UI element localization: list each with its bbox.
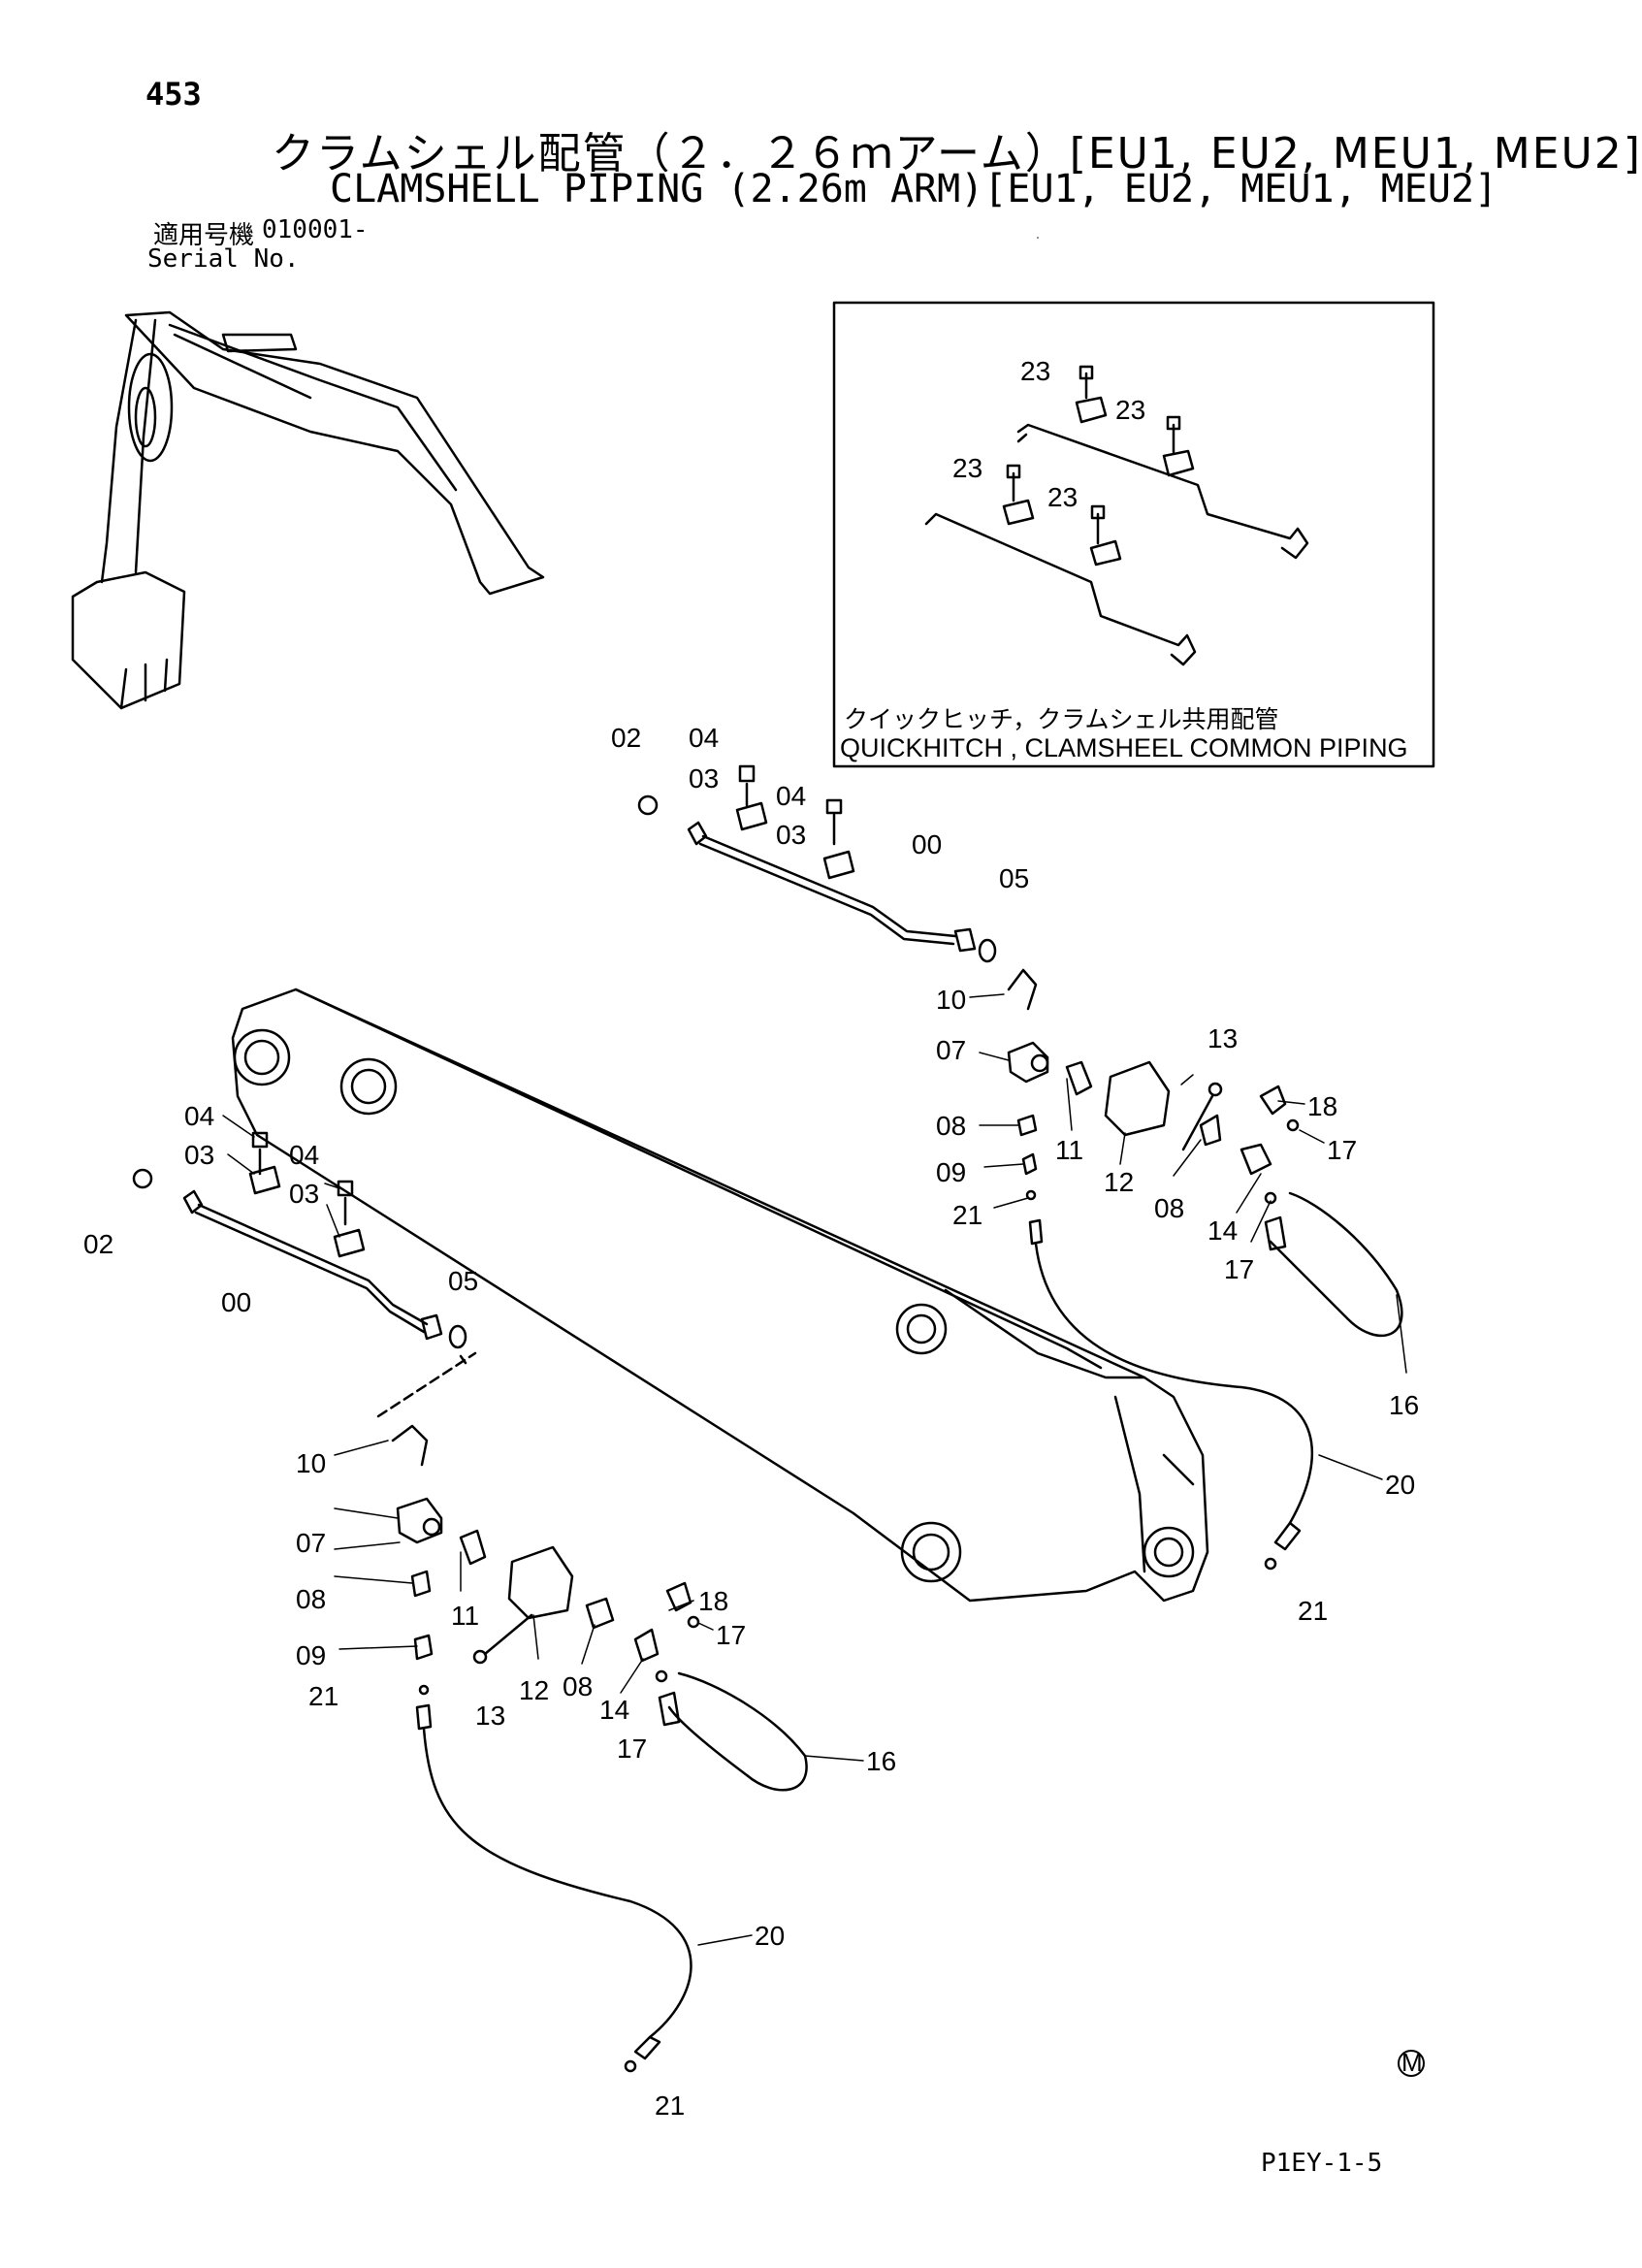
- callout-upper-07: 07: [936, 1035, 966, 1065]
- callout-lower-02: 02: [83, 1229, 113, 1259]
- callout-lower-04: 04: [184, 1101, 214, 1131]
- callout-lower-07: 07: [296, 1528, 326, 1558]
- callout-lower-16: 16: [866, 1746, 896, 1776]
- inset-box: [832, 301, 1435, 768]
- callout-upper-13: 13: [1207, 1023, 1238, 1053]
- callout-upper-16: 16: [1389, 1390, 1419, 1420]
- callout-upper-20: 20: [1385, 1470, 1415, 1500]
- page-title-jp: クラムシェル配管（２．２６ｍアーム）[EU1, EU2, MEU1, MEU2]: [272, 129, 1642, 178]
- callout-lower-18: 18: [698, 1586, 728, 1616]
- callout-lower-21b: 21: [655, 2090, 685, 2121]
- callout-lower-17: 17: [617, 1733, 647, 1764]
- callout-upper-02: 02: [611, 723, 641, 753]
- callout-upper-21: 21: [952, 1200, 982, 1230]
- parts-diagram: 23 23 23 23: [71, 237, 1435, 2121]
- page-title-en: CLAMSHELL PIPING (2.26m ARM)[EU1, EU2, M…: [330, 167, 1498, 211]
- serial-label-en: Serial No.: [147, 244, 300, 274]
- serial-label-jp: 適用号機: [153, 221, 255, 250]
- callout-lower-00: 00: [221, 1287, 251, 1317]
- callout-lower-03: 03: [184, 1140, 214, 1170]
- callout-upper-12: 12: [1104, 1167, 1134, 1197]
- callout-upper-04b: 04: [776, 781, 806, 811]
- callout-upper-18: 18: [1307, 1091, 1337, 1121]
- callout-upper-17b: 17: [1224, 1254, 1254, 1284]
- inset-label-23-c: 23: [952, 453, 982, 483]
- callout-upper-08b: 08: [1154, 1193, 1184, 1223]
- reference-code: P1EY-1-5: [1261, 2149, 1383, 2178]
- inset-label-23-d: 23: [1047, 482, 1078, 512]
- callout-upper-17: 17: [1327, 1135, 1357, 1165]
- callout-upper-03b: 03: [776, 820, 806, 850]
- callout-lower-04b: 04: [289, 1140, 319, 1170]
- inset-label-23-b: 23: [1115, 395, 1145, 425]
- callout-upper-10: 10: [936, 985, 966, 1015]
- callout-lower-10: 10: [296, 1448, 326, 1478]
- callout-lower-03b: 03: [289, 1179, 319, 1209]
- callout-lower-21: 21: [308, 1681, 338, 1711]
- excavator-overview-illustration: [71, 310, 545, 710]
- callout-lower-13: 13: [475, 1701, 505, 1731]
- callout-upper-00: 00: [912, 829, 942, 859]
- callout-lower-08b: 08: [563, 1671, 593, 1701]
- callout-lower-05: 05: [448, 1266, 478, 1296]
- serial-value: 010001-: [262, 215, 369, 244]
- m-mark-circle: [1398, 2050, 1425, 2077]
- inset-label-23-a: 23: [1020, 356, 1050, 386]
- m-mark-letter: M: [1401, 2048, 1423, 2077]
- callout-upper-03: 03: [689, 763, 719, 794]
- leader-lines: [222, 237, 1407, 1946]
- callout-lower-14: 14: [599, 1695, 629, 1725]
- callout-upper-14: 14: [1207, 1215, 1238, 1246]
- callout-upper-09: 09: [936, 1157, 966, 1187]
- inset-caption-jp: クイックヒッチ，クラムシェル共用配管: [844, 705, 1279, 733]
- inset-caption-en: QUICKHITCH , CLAMSHEEL COMMON PIPING: [840, 733, 1408, 762]
- arm-body: [231, 988, 1209, 1603]
- callout-upper-11: 11: [1055, 1135, 1083, 1165]
- page-number: 453: [145, 76, 202, 113]
- callout-upper-08: 08: [936, 1111, 966, 1141]
- upper-piping-assembly: [637, 764, 1403, 1571]
- callout-upper-04: 04: [689, 723, 719, 753]
- callout-lower-20: 20: [755, 1921, 785, 1951]
- callout-lower-08: 08: [296, 1584, 326, 1614]
- callout-lower-12: 12: [519, 1675, 549, 1705]
- callout-upper-05: 05: [999, 863, 1029, 893]
- callout-upper-21b: 21: [1298, 1596, 1328, 1626]
- callout-lower-09: 09: [296, 1640, 326, 1670]
- lower-piping-assembly: [132, 1131, 808, 2073]
- callout-lower-11: 11: [451, 1601, 479, 1631]
- callout-lower-17b: 17: [716, 1620, 746, 1650]
